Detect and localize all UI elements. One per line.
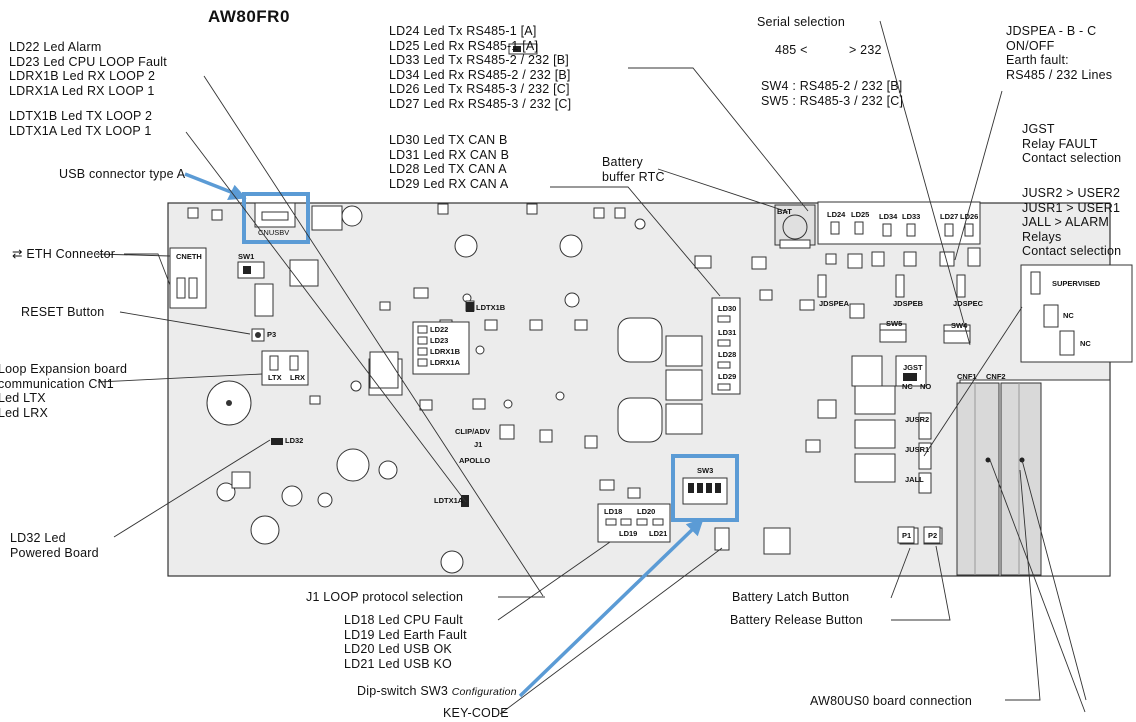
comp-clip-adv: CLIP/ADV xyxy=(455,427,491,436)
comp-ld18: LD18 xyxy=(604,507,623,516)
comp-ld24: LD24 xyxy=(827,210,846,219)
comp-ld22: LD22 xyxy=(430,325,449,334)
comp-jusr1: JUSR1 xyxy=(905,445,930,454)
label-ld18-group: LD18 Led CPU Fault LD19 Led Earth Fault … xyxy=(344,613,467,671)
comp-sw4: SW4 xyxy=(951,321,968,330)
cnf1-connector xyxy=(956,382,1000,576)
sw3-highlight xyxy=(671,454,739,522)
legend-nc-1: NC xyxy=(1063,311,1074,320)
comp-ld26: LD26 xyxy=(960,212,979,221)
comp-ld19: LD19 xyxy=(619,529,638,538)
label-sw5: SW5 : RS485-3 / 232 [C] xyxy=(761,94,904,108)
comp-sw3: SW3 xyxy=(697,466,714,475)
label-ldtx1a: LDTX1A Led TX LOOP 1 xyxy=(9,123,152,138)
comp-nc: NC xyxy=(902,382,913,391)
label-ldrx1b: LDRX1B Led RX LOOP 2 xyxy=(9,69,156,83)
label-jusr: JUSR2 > USER2 JUSR1 > USER1 JALL > ALARM… xyxy=(1022,186,1122,258)
label-ldrx1a: LDRX1A Led RX LOOP 1 xyxy=(9,83,155,98)
comp-ld20: LD20 xyxy=(637,507,656,516)
comp-cnf1: CNF1 xyxy=(957,372,977,381)
comp-jdspea: JDSPEA xyxy=(819,299,850,308)
label-battery-release: Battery Release Button xyxy=(730,613,863,627)
label-jdspea: JDSPEA - B - C ON/OFF Earth fault: RS485… xyxy=(1006,24,1113,82)
comp-jusr2: JUSR2 xyxy=(905,415,930,424)
eth-connector xyxy=(169,247,207,309)
leader-lines xyxy=(95,20,1087,715)
label-j1: J1 LOOP protocol selection xyxy=(306,590,464,604)
comp-p3: P3 xyxy=(267,330,277,339)
comp-ldrx1a: LDRX1A xyxy=(430,358,461,367)
comp-jdspeb: JDSPEB xyxy=(893,299,924,308)
label-loop-expansion: Loop Expansion board communication CN1 L… xyxy=(0,362,128,420)
comp-bat: BAT xyxy=(777,207,792,216)
legend-supervised: SUPERVISED xyxy=(1052,279,1101,288)
label-sw3: Dip-switch SW3 Configuration xyxy=(357,684,517,698)
comp-ld23: LD23 xyxy=(430,336,449,345)
comp-cnusbv: CNUSBV xyxy=(258,228,290,237)
label-ldtx-group: LDTX1B Led TX LOOP 2 LDTX1A Led TX LOOP … xyxy=(9,109,152,138)
comp-ld25: LD25 xyxy=(851,210,870,219)
comp-ld29: LD29 xyxy=(718,372,737,381)
label-ldtx1b: LDTX1B Led TX LOOP 2 xyxy=(9,109,153,123)
comp-ltx: LTX xyxy=(268,373,282,382)
comp-sw1: SW1 xyxy=(238,252,255,261)
comp-lrx: LRX xyxy=(290,373,305,382)
label-serial-selection: Serial selection xyxy=(757,15,845,29)
label-aw80us0: AW80US0 board connection xyxy=(810,694,973,708)
comp-jgst: JGST xyxy=(903,363,923,372)
eth-arrow-icon: ⇄ xyxy=(12,247,23,261)
battery-holder xyxy=(774,204,816,246)
sw3-arrow xyxy=(518,518,704,698)
label-eth-connector: ⇄ ETH Connector xyxy=(12,247,116,261)
usb-arrow xyxy=(184,172,247,200)
diagram-title: AW80FR0 xyxy=(208,7,290,26)
label-ld22: LD22 Led Alarm xyxy=(9,40,102,54)
label-usb-connector: USB connector type A xyxy=(59,167,186,181)
comp-p1: P1 xyxy=(902,531,912,540)
label-can-group: LD30 Led TX CAN B LD31 Led RX CAN B LD28… xyxy=(389,133,510,191)
label-keycode: KEY-CODE xyxy=(443,706,509,720)
comp-ld30: LD30 xyxy=(718,304,737,313)
comp-j1: J1 xyxy=(474,440,483,449)
comp-jall: JALL xyxy=(905,475,924,484)
label-serial-485: 485 < xyxy=(775,43,808,57)
comp-ldtx1b: LDTX1B xyxy=(476,303,506,312)
comp-ld31: LD31 xyxy=(718,328,737,337)
label-rs485-group: LD24 Led Tx RS485-1 [A] LD25 Led Rx RS48… xyxy=(389,24,572,111)
label-ld22-group: LD22 Led Alarm LD23 Led CPU LOOP Fault L… xyxy=(9,40,167,98)
label-battery-rtc: Battery buffer RTC xyxy=(602,155,665,184)
comp-apollo: APOLLO xyxy=(459,456,491,465)
usb-highlight xyxy=(242,192,310,244)
comp-cneth: CNETH xyxy=(176,252,202,261)
comp-sw5: SW5 xyxy=(886,319,903,328)
comp-ldrx1b: LDRX1B xyxy=(430,347,461,356)
comp-ld27: LD27 xyxy=(940,212,959,221)
comp-ld28: LD28 xyxy=(718,350,737,359)
label-jgst: JGST Relay FAULT Contact selection xyxy=(1022,122,1122,165)
label-sw4: SW4 : RS485-2 / 232 [B] xyxy=(761,79,903,93)
comp-ld21: LD21 xyxy=(649,529,668,538)
comp-ld34: LD34 xyxy=(879,212,898,221)
comp-ld33: LD33 xyxy=(902,212,921,221)
label-ld32: LD32 Led Powered Board xyxy=(10,531,99,560)
comp-p2: P2 xyxy=(928,531,938,540)
comp-jdspec: JDSPEC xyxy=(953,299,984,308)
legend-nc-2: NC xyxy=(1080,339,1091,348)
label-serial-232: > 232 xyxy=(849,43,882,57)
comp-ldtx1a: LDTX1A xyxy=(434,496,464,505)
label-battery-latch: Battery Latch Button xyxy=(732,590,850,604)
comp-no: NO xyxy=(920,382,932,391)
comp-cnf2: CNF2 xyxy=(986,372,1006,381)
label-ld23: LD23 Led CPU LOOP Fault xyxy=(9,54,167,69)
comp-ld32: LD32 xyxy=(285,436,304,445)
label-reset-button: RESET Button xyxy=(21,305,105,319)
